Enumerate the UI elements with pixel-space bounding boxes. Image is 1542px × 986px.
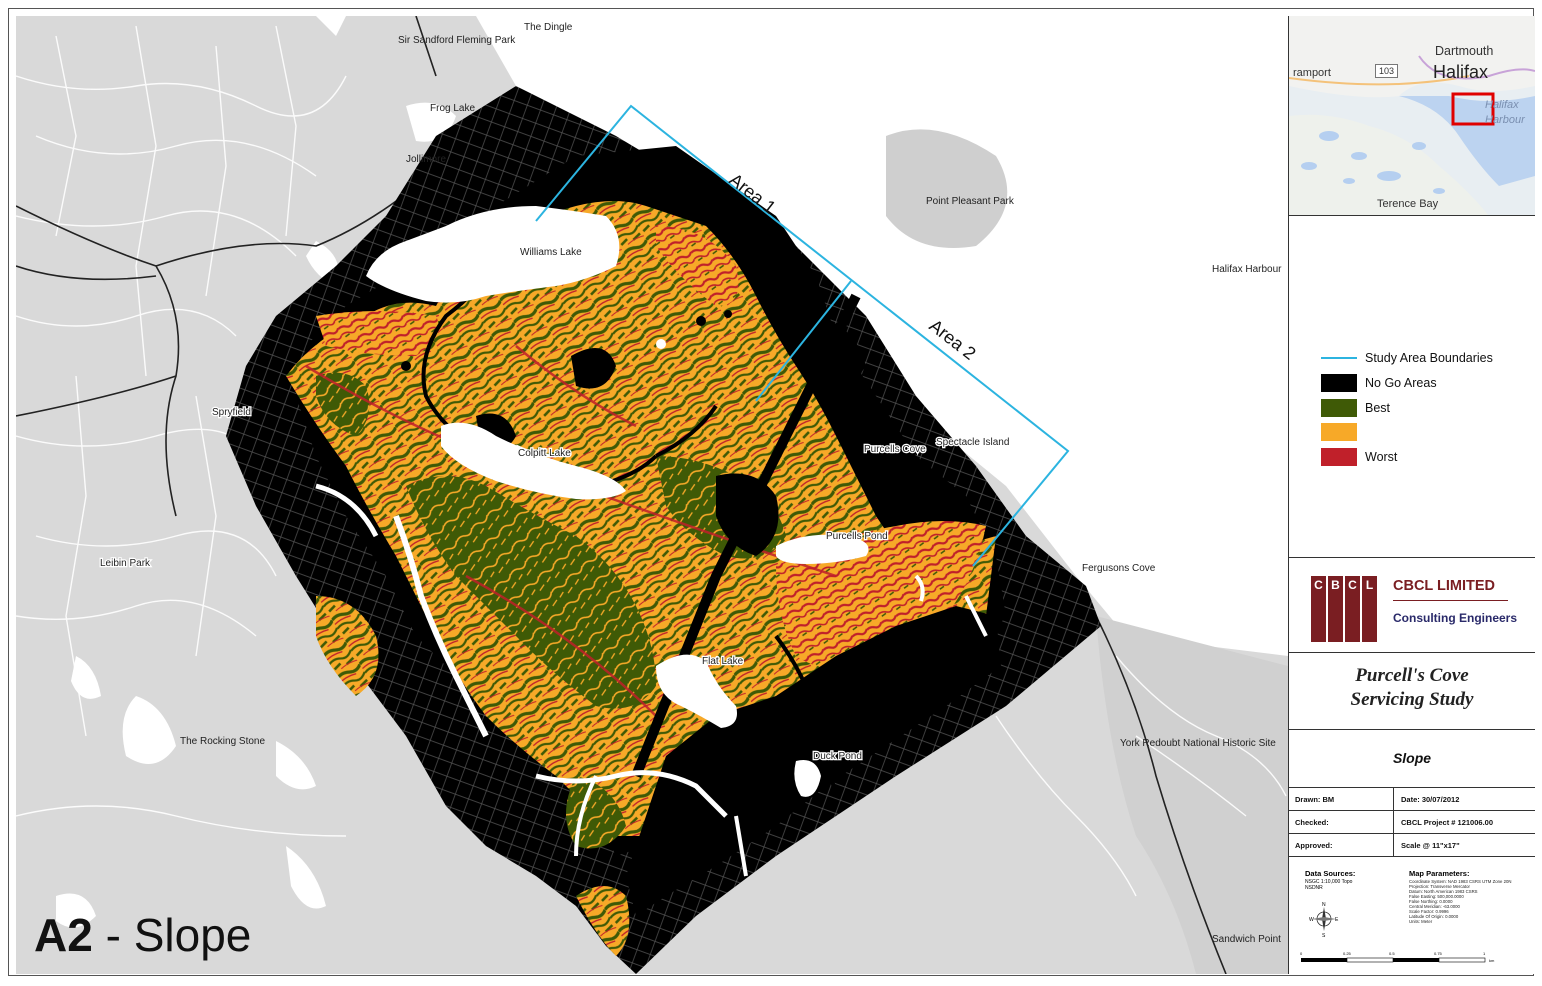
info-project-number: CBCL Project # 121006.00 bbox=[1401, 818, 1493, 827]
legend-label-best: Best bbox=[1365, 401, 1391, 415]
sheet-title-block: Slope bbox=[1289, 730, 1535, 788]
company-tagline: Consulting Engineers bbox=[1393, 611, 1518, 625]
company-block: C B C L CBCL LIMITED Consulting Engineer… bbox=[1289, 558, 1535, 653]
east-label: E bbox=[1335, 917, 1339, 923]
data-source-2: NSDNR bbox=[1305, 885, 1323, 891]
data-source-1: NSGC 1:10,000 Topo bbox=[1305, 879, 1353, 885]
inset-label-halifax-harbour: Halifax Harbour bbox=[1485, 99, 1525, 126]
label-purcells-pond: Purcells Pond bbox=[826, 531, 888, 542]
inset-label-dartmouth: Dartmouth bbox=[1435, 44, 1494, 58]
north-label: N bbox=[1322, 902, 1326, 908]
label-york-redoubt: York Redoubt National Historic Site bbox=[1120, 738, 1276, 749]
label-the-rocking-stone: The Rocking Stone bbox=[180, 736, 265, 747]
data-sources-heading: Data Sources: bbox=[1305, 869, 1356, 878]
inset-route-shield: 103 bbox=[1375, 64, 1399, 78]
legend-label-study-area: Study Area Boundaries bbox=[1365, 351, 1493, 365]
label-spryfield: Spryfield bbox=[212, 407, 251, 418]
north-arrow-icon: N S E W bbox=[1309, 902, 1339, 937]
inset-label-terence-bay: Terence Bay bbox=[1377, 198, 1439, 210]
label-leibin-park: Leibin Park bbox=[100, 558, 151, 569]
logo-letter-b: B bbox=[1328, 576, 1343, 642]
scale-tick-4: 1 bbox=[1483, 951, 1486, 956]
label-the-dingle: The Dingle bbox=[524, 22, 573, 33]
inset-map: Dartmouth Halifax ramport 103 Halifax Ha… bbox=[1289, 16, 1535, 216]
map-parameter-0: Coordinate System: NAD 1983 CSRS UTM Zon… bbox=[1409, 879, 1512, 884]
info-row-drawn: Drawn: BM Date: 30/07/2012 bbox=[1289, 788, 1535, 811]
label-sandwich-point: Sandwich Point bbox=[1212, 934, 1281, 945]
info-row-approved: Approved: Scale @ 11"x17" bbox=[1289, 834, 1535, 857]
map-parameter-3: False Easting: 500,000.0000 bbox=[1409, 894, 1464, 899]
info-checked: Checked: bbox=[1295, 818, 1329, 827]
legend-swatch-study-area bbox=[1321, 357, 1357, 359]
map-parameter-2: Datum: North American 1983 CSRS bbox=[1409, 889, 1478, 894]
west-label: W bbox=[1309, 917, 1314, 923]
scale-bar: 0 0.25 0.5 0.75 1 km bbox=[1300, 951, 1495, 963]
project-title-line1: Purcell's Cove bbox=[1355, 665, 1469, 686]
scale-tick-0: 0 bbox=[1300, 951, 1303, 956]
company-name: CBCL LIMITED bbox=[1393, 578, 1496, 594]
project-block: Purcell's Cove Servicing Study bbox=[1289, 653, 1535, 730]
legend-swatch-no-go bbox=[1321, 374, 1357, 392]
title-block: Dartmouth Halifax ramport 103 Halifax Ha… bbox=[1288, 16, 1535, 974]
map-parameter-1: Projection: Transverse Mercator bbox=[1409, 884, 1470, 889]
map-parameter-4: False Northing: 0.0000 bbox=[1409, 899, 1453, 904]
label-jollimore: Jollimore bbox=[406, 154, 446, 165]
legend bbox=[1289, 216, 1535, 558]
label-sir-sandford-fleming-park: Sir Sandford Fleming Park bbox=[398, 35, 516, 46]
legend-item-no-go: No Go Areas bbox=[1321, 373, 1437, 393]
label-williams-lake: Williams Lake bbox=[520, 247, 582, 258]
south-label: S bbox=[1322, 933, 1326, 937]
scale-tick-3: 0.75 bbox=[1434, 951, 1443, 956]
label-flat-lake: Flat Lake bbox=[702, 656, 744, 667]
title-separator: - bbox=[92, 909, 134, 961]
legend-label-worst: Worst bbox=[1365, 450, 1398, 464]
legend-item-moderate bbox=[1321, 422, 1365, 442]
info-drawn: Drawn: BM bbox=[1295, 795, 1335, 804]
info-approved: Approved: bbox=[1295, 841, 1333, 850]
legend-swatch-worst bbox=[1321, 448, 1357, 466]
sheet-title: A2 - Slope bbox=[34, 908, 251, 962]
map-canvas: The Dingle Sir Sandford Fleming Park Fro… bbox=[16, 16, 1288, 974]
map-parameter-5: Central Meridian: -63.0000 bbox=[1409, 904, 1460, 909]
data-sources-block: Data Sources: NSGC 1:10,000 Topo NSDNR N… bbox=[1289, 857, 1535, 974]
scale-tick-2: 0.5 bbox=[1389, 951, 1395, 956]
label-fergusons-cove: Fergusons Cove bbox=[1082, 563, 1156, 574]
legend-swatch-moderate bbox=[1321, 423, 1357, 441]
info-divider bbox=[1393, 788, 1394, 857]
scale-tick-1: 0.25 bbox=[1343, 951, 1352, 956]
company-divider bbox=[1393, 600, 1508, 601]
label-point-pleasant-park: Point Pleasant Park bbox=[926, 196, 1015, 207]
info-scale: Scale @ 11"x17" bbox=[1401, 841, 1460, 850]
info-date: Date: 30/07/2012 bbox=[1401, 795, 1460, 804]
label-frog-lake: Frog Lake bbox=[430, 103, 475, 114]
info-row-checked: Checked: CBCL Project # 121006.00 bbox=[1289, 811, 1535, 834]
map-parameter-8: Units: Meter bbox=[1409, 919, 1433, 924]
inset-map-canvas bbox=[1289, 16, 1535, 215]
map-parameter-6: Scale Factor: 0.9996 bbox=[1409, 909, 1449, 914]
logo-letter-l: L bbox=[1362, 576, 1377, 642]
label-duck-pond: Duck Pond bbox=[813, 751, 862, 762]
map-parameter-7: Latitude Of Origin: 0.0000 bbox=[1409, 914, 1459, 919]
map-parameters-list: Coordinate System: NAD 1983 CSRS UTM Zon… bbox=[1409, 879, 1533, 924]
inset-label-halifax: Halifax bbox=[1433, 62, 1489, 82]
logo-letter-c1: C bbox=[1311, 576, 1326, 642]
legend-item-worst: Worst bbox=[1321, 447, 1397, 467]
legend-item-best: Best bbox=[1321, 398, 1390, 418]
label-colpitt-lake: Colpitt Lake bbox=[518, 448, 571, 459]
label-purcells-cove: Purcells Cove bbox=[864, 444, 926, 455]
label-spectacle-island: Spectacle Island bbox=[936, 437, 1009, 448]
sheet-code: A2 bbox=[34, 909, 93, 961]
label-halifax-harbour: Halifax Harbour bbox=[1212, 264, 1282, 275]
cbcl-logo: C B C L bbox=[1311, 576, 1377, 642]
legend-swatch-best bbox=[1321, 399, 1357, 417]
sheet-name: Slope bbox=[133, 909, 252, 961]
inset-label-ramport: ramport bbox=[1293, 67, 1331, 79]
map-parameters-heading: Map Parameters: bbox=[1409, 869, 1470, 878]
legend-label-no-go: No Go Areas bbox=[1365, 376, 1437, 390]
logo-letter-c2: C bbox=[1345, 576, 1360, 642]
project-title-line2: Servicing Study bbox=[1350, 689, 1474, 710]
legend-item-study-area: Study Area Boundaries bbox=[1321, 348, 1493, 368]
scale-unit: km bbox=[1489, 958, 1495, 963]
sheet-title-text: Slope bbox=[1392, 750, 1432, 766]
